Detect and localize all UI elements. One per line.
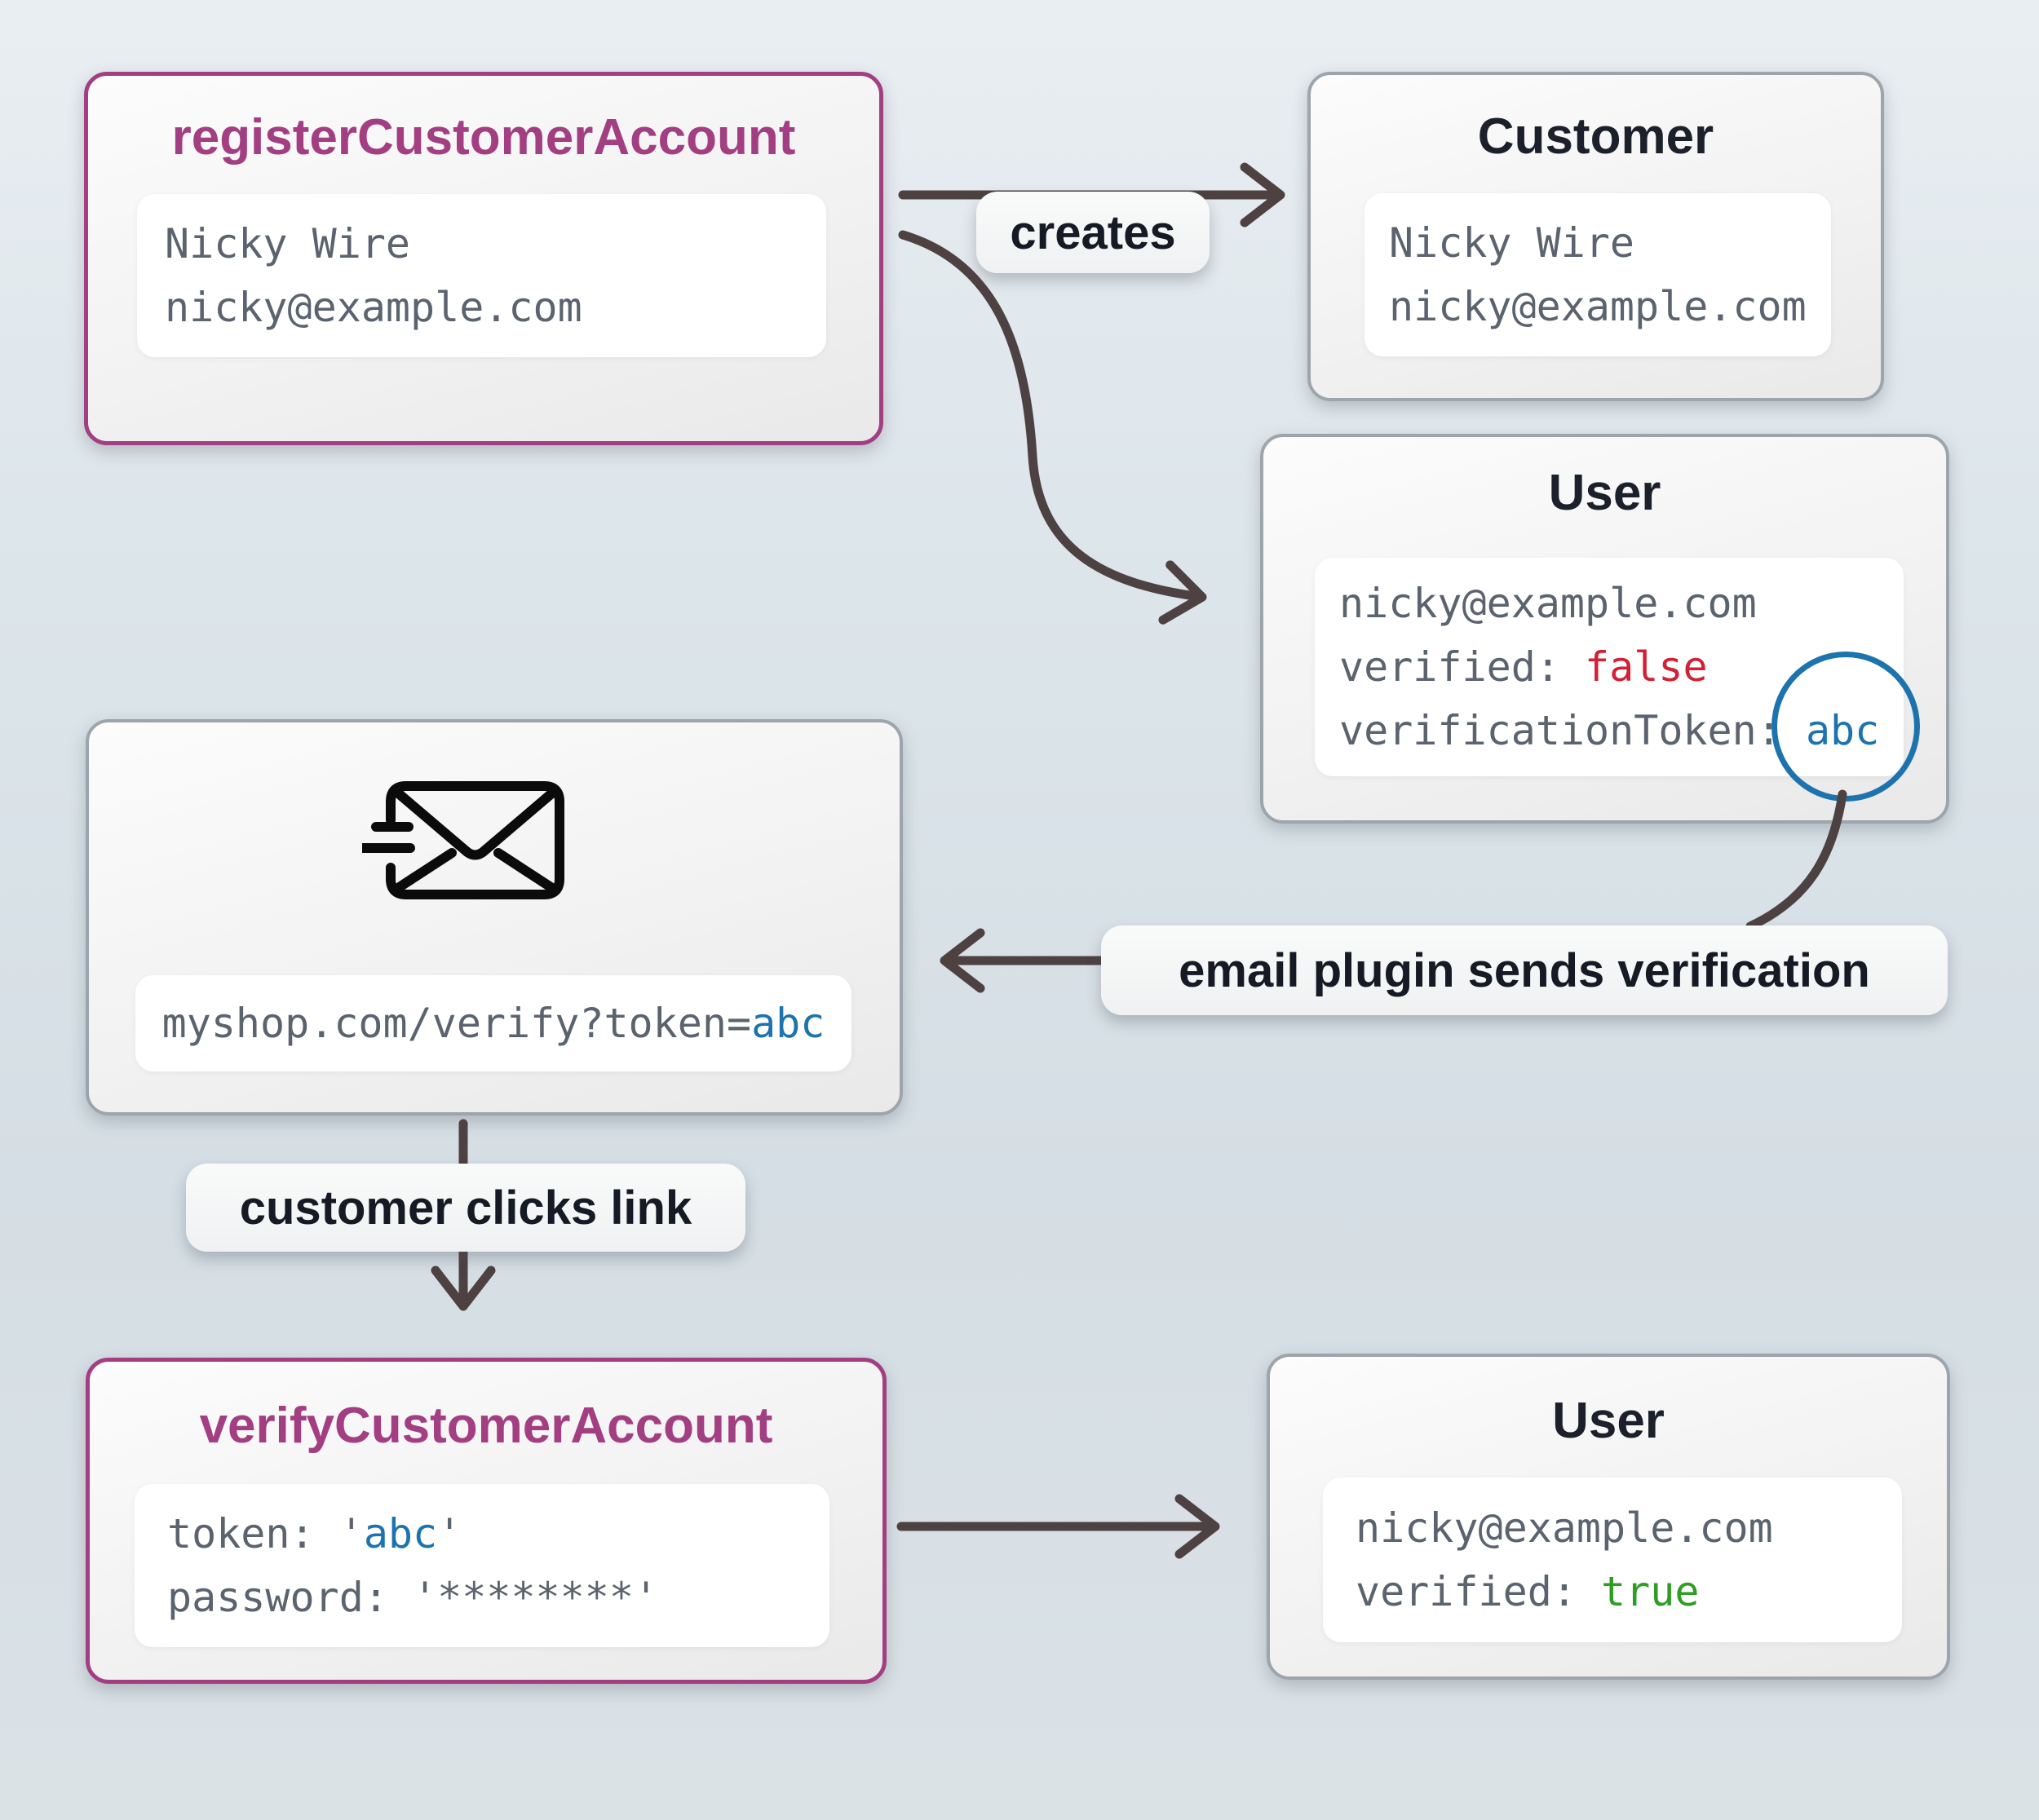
customer-name-line: Nicky Wire: [1389, 219, 1635, 267]
email-plugin-edge-label: email plugin sends verification: [1101, 925, 1948, 1015]
close-quote: ': [437, 1510, 462, 1557]
user-verified-line: verified: false: [1339, 635, 1904, 699]
verify-token-line: token: 'abc': [167, 1502, 829, 1566]
token-highlight-circle: [1771, 652, 1920, 802]
verification-link: myshop.com/verify?token=abc: [135, 975, 851, 1071]
verification-email-card: myshop.com/verify?token=abc: [86, 719, 903, 1115]
open-quote: ': [338, 1510, 364, 1557]
register-customer-account-card: registerCustomerAccount Nicky Wire nicky…: [84, 72, 883, 445]
verify-card-body: token: 'abc' password: '********': [135, 1484, 829, 1647]
verify-card-title: verifyCustomerAccount: [199, 1398, 773, 1454]
verification-link-token: abc: [751, 1000, 825, 1047]
verification-link-prefix: myshop.com/verify?token=: [161, 1000, 752, 1047]
user-verified-card-title: User: [1552, 1393, 1665, 1449]
user-unverified-card: User nicky@example.com verified: false v…: [1260, 434, 1949, 824]
user-verified-card: User nicky@example.com verified: true: [1267, 1354, 1950, 1680]
password-value: '********': [413, 1574, 659, 1621]
verify-token-key: token:: [167, 1510, 339, 1557]
customer-card-body: Nicky Wire nicky@example.com: [1364, 193, 1831, 356]
customer-card-title: Customer: [1477, 108, 1714, 165]
user-verified-card-body: nicky@example.com verified: true: [1323, 1478, 1902, 1642]
verify-password-line: password: '********': [167, 1566, 829, 1629]
send-email-icon: [362, 781, 564, 899]
creates-edge-label: creates: [976, 192, 1210, 273]
customer-card: Customer Nicky Wire nicky@example.com: [1307, 72, 1884, 401]
register-email-line: nicky@example.com: [165, 284, 582, 331]
register-name-line: Nicky Wire: [165, 220, 411, 267]
verify-customer-account-card: verifyCustomerAccount token: 'abc' passw…: [86, 1358, 887, 1684]
password-key: password:: [167, 1574, 414, 1621]
user-email-line: nicky@example.com: [1339, 580, 1757, 627]
verified-key: verified:: [1339, 643, 1586, 691]
token-key: verificationToken:: [1339, 707, 1806, 754]
register-card-body: Nicky Wire nicky@example.com: [137, 194, 826, 357]
verified-value-false: false: [1585, 643, 1708, 691]
verify-token-value: abc: [363, 1510, 438, 1557]
user-verified-email-line: nicky@example.com: [1356, 1504, 1773, 1552]
customer-email-line: nicky@example.com: [1389, 283, 1807, 330]
arrow-register-to-user: [898, 230, 1207, 625]
customer-clicks-link-edge-label: customer clicks link: [186, 1164, 745, 1252]
user-verified-line: verified: true: [1356, 1560, 1902, 1623]
user-unverified-card-title: User: [1548, 465, 1661, 521]
register-card-title: registerCustomerAccount: [171, 109, 796, 166]
verified-value-true: true: [1601, 1568, 1700, 1615]
verified-key: verified:: [1356, 1568, 1602, 1615]
